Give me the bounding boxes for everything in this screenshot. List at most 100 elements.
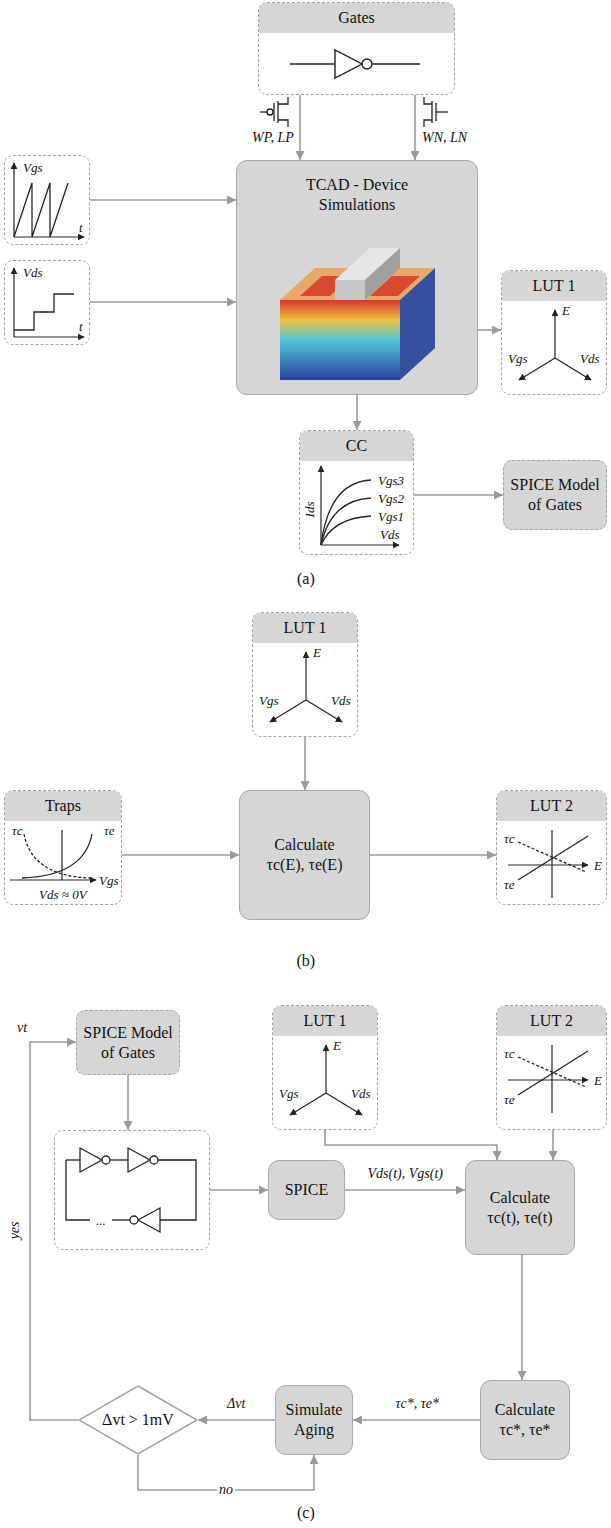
flow-arrow — [127, 1075, 129, 1130]
axis-label: Vgs — [259, 694, 279, 709]
box-heading: LUT 2 — [497, 791, 606, 821]
axes-3d — [519, 310, 591, 380]
box-label: Calculate τc(E), τe(E) — [251, 835, 359, 874]
flow-arrow — [521, 1255, 523, 1380]
process-box: Calculate τc(t), τe(t) — [465, 1160, 575, 1255]
axis-label: Vds — [580, 352, 600, 367]
box-label: SPICE — [281, 1180, 333, 1200]
axis-label: τc — [12, 824, 22, 839]
axis-label: Vgs3 — [378, 474, 404, 489]
axis-label: t — [79, 221, 83, 236]
lut-box: LUT 1 E Vgs Vds — [501, 270, 607, 395]
box-label: Calculate τc*, τe* — [481, 1400, 569, 1439]
flow-arrow — [353, 1419, 480, 1421]
edge-label: WP, LP — [250, 130, 296, 147]
axis-label: τe — [504, 878, 514, 893]
edge-label: Vds(t), Vgs(t) — [366, 1166, 445, 1183]
flow-arrow — [90, 301, 236, 303]
waveform-box: Vds t — [4, 260, 90, 345]
flow-arrow — [304, 737, 306, 790]
panel-label: (b) — [297, 951, 316, 970]
iv-curves — [321, 466, 399, 545]
flow-arrow — [198, 1419, 275, 1421]
box-heading: LUT 1 — [273, 1006, 377, 1036]
circuit-box: ... — [54, 1130, 210, 1250]
box-heading: Gates — [259, 3, 454, 33]
step-waveform — [14, 268, 84, 337]
flow-arrow — [122, 854, 239, 856]
process-box: Simulate Aging — [275, 1385, 353, 1455]
flow-arrow — [414, 95, 416, 160]
panel-label: (a) — [297, 569, 315, 588]
process-box: Calculate τc(E), τe(E) — [239, 790, 370, 920]
process-box: SPICE — [268, 1160, 345, 1220]
lut-box: LUT 1 E Vgs Vds — [272, 1005, 378, 1130]
box-heading: LUT 2 — [497, 1006, 606, 1036]
sawtooth-waveform — [14, 163, 84, 237]
axis-label: E — [594, 859, 602, 874]
device-render — [280, 248, 435, 380]
axis-label: Vds — [331, 694, 351, 709]
axis-label: τc — [504, 832, 514, 847]
flow-arrow — [345, 1189, 465, 1191]
axis-label: Vgs2 — [378, 492, 404, 507]
box-heading: LUT 1 — [502, 271, 606, 301]
axis-label: t — [79, 320, 83, 335]
axis-label: E — [562, 304, 570, 319]
flow-arrow — [299, 95, 301, 160]
model-box: SPICE Model of Gates — [76, 1010, 180, 1075]
axis-label: Vds — [23, 266, 43, 281]
tau-plot — [508, 1045, 588, 1113]
panel-label: (c) — [297, 1503, 315, 1522]
axis-label: Vgs — [508, 352, 528, 367]
flow-arrow — [414, 494, 503, 496]
axis-label: τe — [104, 824, 114, 839]
waveform-box: Vgs t — [4, 155, 90, 245]
nmos-symbol — [424, 97, 448, 127]
axis-label: E — [313, 646, 321, 661]
flow-arrow — [370, 854, 496, 856]
axis-label: ... — [96, 1214, 106, 1229]
axis-label: Vgs — [23, 161, 43, 176]
pmos-symbol — [260, 97, 288, 127]
axis-label: Vgs1 — [378, 510, 404, 525]
tau-plot — [508, 830, 588, 898]
diamond-shape — [79, 1386, 197, 1454]
decision-diamond: Δvt > 1mV — [78, 1385, 198, 1455]
box-heading: CC — [300, 431, 413, 461]
box-label: Calculate τc(t), τe(t) — [470, 1188, 570, 1227]
flow-arrow — [90, 199, 236, 201]
axis-label: τc — [504, 1047, 514, 1062]
edge-label: Δvt — [225, 1396, 247, 1413]
process-box: Calculate τc*, τe* — [480, 1380, 570, 1460]
trap-curves — [10, 830, 96, 880]
edge-label: no — [217, 1482, 235, 1499]
curve-box: CCIdsVdsVgs3Vgs2Vgs1 — [299, 430, 414, 555]
axis-label: E — [333, 1039, 341, 1054]
ring-oscillator — [66, 1148, 196, 1232]
box-heading: Traps — [5, 791, 121, 821]
axis-label: τe — [504, 1093, 514, 1108]
box-label: SPICE Model of Gates — [77, 1023, 179, 1062]
model-box: SPICE Model of Gates — [503, 460, 607, 530]
box-label: Simulate Aging — [276, 1400, 352, 1439]
signal-label: vt — [17, 1020, 27, 1037]
axis-label: Ids — [303, 501, 318, 517]
flow-arrow — [325, 1130, 497, 1160]
box-label: SPICE Model of Gates — [504, 475, 606, 514]
axis-label: Vgs — [279, 1087, 299, 1102]
box-label: Δvt > 1mV — [98, 1410, 178, 1430]
box-heading: LUT 1 — [253, 613, 357, 643]
axis-label: Vds — [351, 1087, 371, 1102]
flow-arrow — [478, 329, 501, 331]
edge-label: WN, LN — [420, 130, 469, 147]
flow-arrow — [552, 1130, 554, 1160]
flow-arrow — [356, 395, 358, 430]
inverter-symbol — [290, 50, 420, 78]
lut-box: LUT 1 E Vgs Vds — [252, 612, 358, 737]
flow-arrow — [210, 1189, 268, 1191]
edge-label: yes — [7, 1219, 24, 1241]
trap-box: TrapsτcτeVgsVds ≈ 0V — [4, 790, 122, 905]
